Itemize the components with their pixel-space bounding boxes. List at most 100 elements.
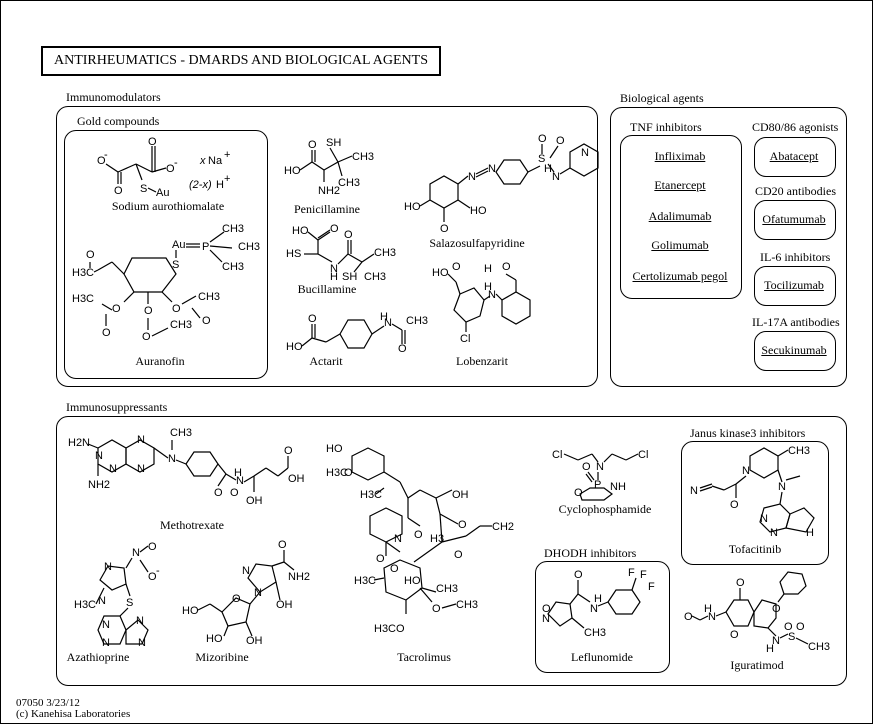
- svg-text:N: N: [254, 587, 262, 599]
- svg-text:N: N: [236, 475, 244, 487]
- svg-text:O: O: [432, 603, 441, 615]
- svg-text:HO: HO: [404, 201, 421, 213]
- svg-text:NH2: NH2: [318, 185, 340, 197]
- svg-text:O: O: [172, 303, 181, 315]
- svg-text:NH2: NH2: [288, 571, 310, 583]
- drug-link-ofatumumab[interactable]: Ofatumumab: [762, 212, 826, 226]
- svg-text:N: N: [136, 615, 144, 627]
- immunomodulators-group: [56, 106, 598, 387]
- actarit-structure: HO O HN O CH3: [286, 311, 428, 355]
- dhodh-inhibitors-group: [535, 561, 670, 673]
- svg-text:SH: SH: [342, 271, 357, 283]
- svg-text:P: P: [202, 241, 209, 253]
- svg-text:Cl: Cl: [460, 333, 470, 345]
- svg-text:O: O: [344, 229, 353, 241]
- svg-text:+: +: [224, 149, 230, 161]
- drug-link-tocilizumab[interactable]: Tocilizumab: [764, 278, 824, 292]
- drug-link-golimumab[interactable]: Golimumab: [651, 238, 709, 252]
- drug-link-infliximab[interactable]: Infliximab: [654, 149, 706, 163]
- svg-text:CH3: CH3: [170, 427, 192, 439]
- penicillamine-structure: HO O NH2 SH CH3 CH3: [284, 137, 374, 197]
- svg-text:H3C: H3C: [354, 575, 376, 587]
- svg-text:H: H: [216, 179, 224, 191]
- svg-text:HO: HO: [284, 165, 301, 177]
- salazosulfapyridine-label: Salazosulfapyridine: [429, 236, 525, 250]
- immunosuppressants-label: Immunosuppressants: [66, 400, 168, 414]
- il-6-inhibitors-label: IL-6 inhibitors: [760, 250, 831, 264]
- svg-text:CH3: CH3: [374, 247, 396, 259]
- svg-text:N: N: [468, 171, 476, 183]
- svg-text:O: O: [214, 487, 223, 499]
- drug-link-abatacept[interactable]: Abatacept: [769, 149, 819, 163]
- azathioprine-label: Azathioprine: [66, 650, 130, 664]
- svg-text:CH3: CH3: [364, 271, 386, 283]
- svg-text:CH3: CH3: [406, 315, 428, 327]
- svg-text:Cl: Cl: [638, 449, 648, 461]
- svg-text:CH3: CH3: [456, 599, 478, 611]
- svg-text:H: H: [594, 593, 602, 605]
- svg-text:N: N: [132, 547, 140, 559]
- cyclophosphamide-label: Cyclophosphamide: [558, 502, 652, 516]
- drug-link-etanercept[interactable]: Etanercept: [654, 178, 706, 192]
- svg-text:H: H: [766, 643, 774, 655]
- drug-link-adalimumab[interactable]: Adalimumab: [648, 209, 712, 223]
- svg-text:H3C: H3C: [72, 293, 94, 305]
- cd80-86-agonists-group: [754, 137, 836, 177]
- svg-text:CH3: CH3: [338, 177, 360, 189]
- svg-text:H: H: [484, 281, 492, 293]
- svg-text:OH: OH: [276, 599, 293, 611]
- drug-link-certolizumab-pegol[interactable]: Certolizumab pegol: [632, 269, 728, 283]
- page-title: ANTIRHEUMATICS - DMARDS AND BIOLOGICAL A…: [41, 46, 441, 76]
- svg-text:N: N: [109, 463, 117, 475]
- svg-text:H3C: H3C: [360, 489, 382, 501]
- svg-text:HO: HO: [404, 575, 421, 587]
- svg-text:O: O: [202, 315, 211, 327]
- svg-text:-: -: [174, 157, 178, 169]
- svg-text:Na: Na: [208, 155, 223, 167]
- svg-text:O: O: [784, 621, 793, 633]
- mizoribine-structure: HO O HO OH N N OH O NH2: [182, 539, 310, 647]
- svg-text:O: O: [232, 593, 241, 605]
- svg-text:N: N: [708, 611, 716, 623]
- svg-text:N: N: [542, 613, 550, 625]
- svg-text:S: S: [140, 183, 147, 195]
- svg-text:O: O: [344, 467, 353, 479]
- svg-text:N: N: [770, 527, 778, 539]
- svg-text:P: P: [594, 479, 601, 491]
- svg-text:O: O: [230, 487, 239, 499]
- svg-text:OH: OH: [452, 489, 469, 501]
- svg-text:O: O: [538, 133, 547, 145]
- bucillamine-label: Bucillamine: [297, 282, 357, 296]
- svg-text:O: O: [308, 139, 317, 151]
- svg-text:O: O: [86, 249, 95, 261]
- biological-agents-group: [610, 107, 847, 387]
- salazosulfapyridine-structure: HO O N N S O O NH N HO: [404, 133, 599, 235]
- svg-text:N: N: [138, 637, 146, 649]
- bucillamine-structure: HO O HS NH O CH3 SH CH3: [286, 223, 396, 283]
- svg-text:S: S: [126, 597, 133, 609]
- svg-text:O: O: [330, 223, 339, 235]
- svg-text:CH3: CH3: [352, 151, 374, 163]
- svg-text:H: H: [544, 163, 552, 175]
- svg-text:N: N: [98, 595, 106, 607]
- svg-text:CH3: CH3: [170, 319, 192, 331]
- svg-text:O: O: [414, 529, 423, 541]
- svg-text:N: N: [95, 450, 103, 462]
- svg-text:S: S: [172, 259, 179, 271]
- svg-text:N: N: [742, 465, 750, 477]
- svg-text:F: F: [648, 581, 655, 593]
- svg-text:HO: HO: [206, 633, 223, 645]
- svg-text:N: N: [488, 163, 496, 175]
- svg-text:Cl: Cl: [552, 449, 562, 461]
- svg-text:x: x: [199, 155, 206, 167]
- mizoribine-label: Mizoribine: [195, 650, 249, 664]
- svg-text:O: O: [556, 135, 565, 147]
- iguratimod-label: Iguratimod: [730, 658, 784, 672]
- tnf-inhibitors-group: [620, 135, 742, 299]
- immunosuppressants-group: [56, 416, 847, 686]
- drug-link-secukinumab[interactable]: Secukinumab: [761, 343, 827, 357]
- cyclophosphamide-structure: Cl N Cl P O O NH: [552, 449, 648, 501]
- svg-text:HO: HO: [286, 341, 303, 353]
